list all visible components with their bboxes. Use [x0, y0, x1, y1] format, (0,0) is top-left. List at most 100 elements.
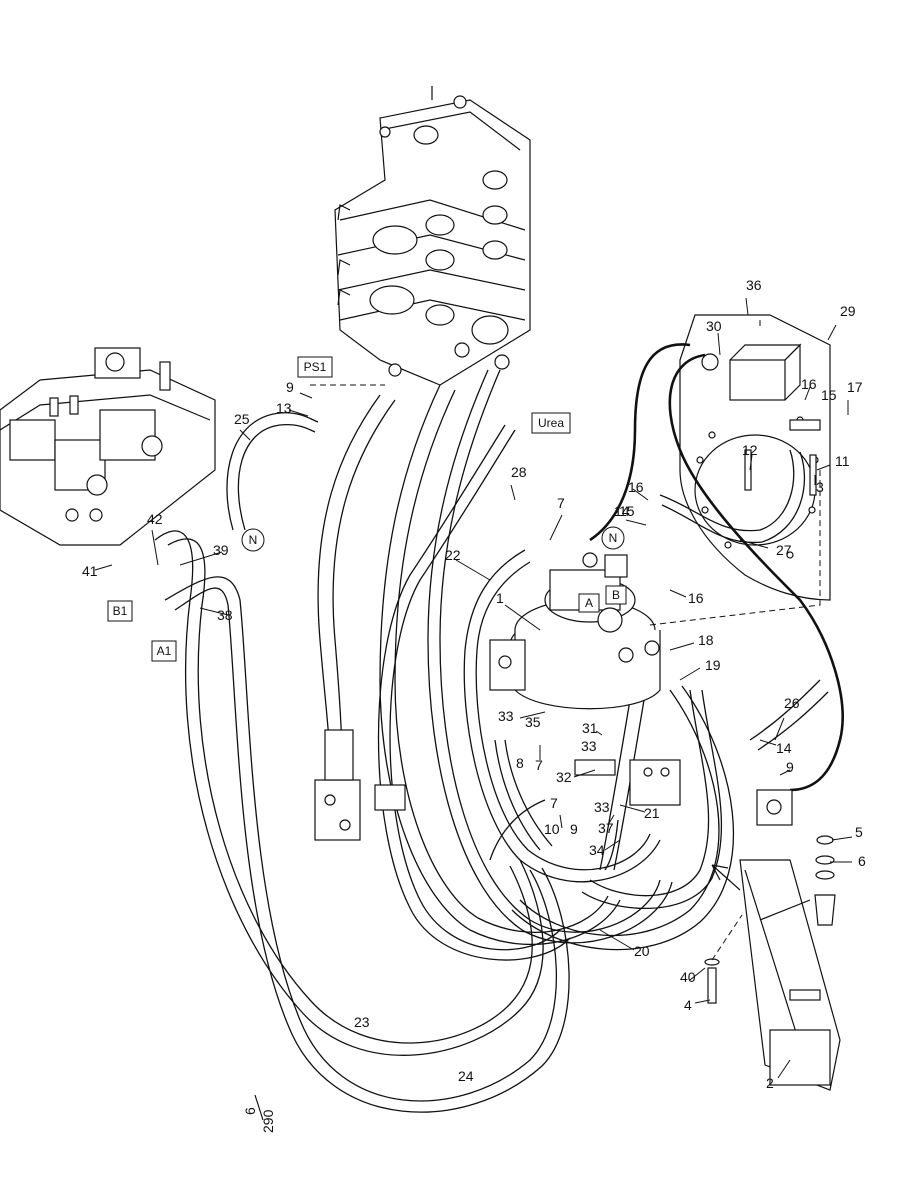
- leader-lines: [94, 297, 853, 1079]
- leader-line: [749, 454, 753, 471]
- mounting-plate: [679, 314, 831, 601]
- electrical-wire-2: [668, 353, 844, 792]
- hoses-left: [154, 412, 570, 1113]
- part-number-27: 27: [776, 542, 792, 558]
- part-number-20: 20: [634, 943, 650, 959]
- part-number-7: 7: [535, 757, 543, 773]
- leader-line: [607, 814, 615, 826]
- circle-marker: [241, 528, 265, 552]
- part-number-33: 33: [594, 799, 610, 815]
- label-box: [297, 356, 333, 378]
- part-number-16: 16: [801, 376, 817, 392]
- corner-ref-numerator: 6: [242, 1107, 258, 1115]
- leader-line: [831, 836, 853, 841]
- part-number-33: 33: [581, 738, 597, 754]
- boxed-label-ps1: PS1: [304, 360, 327, 374]
- leader-line: [199, 607, 229, 616]
- control-valve-block: [334, 86, 531, 386]
- part-number-8: 8: [516, 755, 524, 771]
- leader-line: [519, 711, 546, 719]
- part-number-25: 25: [234, 411, 250, 427]
- part-number-28: 28: [511, 464, 527, 480]
- leader-line: [604, 839, 621, 851]
- part-number-7: 7: [550, 795, 558, 811]
- leader-line: [288, 409, 309, 417]
- part-number-7: 7: [557, 495, 565, 511]
- part-number-19: 19: [705, 657, 721, 673]
- part-number-35: 35: [525, 714, 541, 730]
- leader-line: [694, 999, 711, 1004]
- part-number-26: 26: [784, 695, 800, 711]
- leader-line: [774, 717, 785, 741]
- label-box: [107, 600, 133, 622]
- leader-line: [559, 814, 563, 829]
- fasteners-5-6: [814, 835, 836, 926]
- leader-line: [759, 739, 777, 746]
- part-number-21: 21: [644, 805, 660, 821]
- part-number-41: 41: [82, 563, 98, 579]
- cover-plate: [739, 859, 841, 1091]
- boxed-label-urea: Urea: [538, 416, 564, 430]
- solenoid-valve-block: [0, 347, 216, 546]
- circle-label-n: N: [609, 531, 618, 545]
- part-number-16: 16: [688, 590, 704, 606]
- leader-line: [777, 1059, 791, 1079]
- part-number-22: 22: [445, 547, 461, 563]
- circle-marker: [601, 526, 625, 550]
- boxed-label-a: A: [585, 596, 593, 610]
- swing-motor: [489, 552, 661, 710]
- part-number-2: 2: [766, 1075, 774, 1091]
- part-number-16: 16: [628, 479, 644, 495]
- part-number-31: 31: [582, 720, 598, 736]
- hose-27: [659, 449, 795, 532]
- part-number-17: 17: [847, 379, 863, 395]
- part-number-23: 23: [354, 1014, 370, 1030]
- part-number-24: 24: [458, 1068, 474, 1084]
- leader-line: [299, 392, 313, 399]
- leader-line: [94, 564, 113, 571]
- part-number-32: 32: [556, 769, 572, 785]
- part-number-6: 6: [858, 853, 866, 869]
- part-number-11: 11: [835, 453, 850, 469]
- part-number-29: 29: [840, 303, 856, 319]
- leader-line: [239, 429, 251, 441]
- leader-line: [679, 667, 701, 681]
- leader-line: [827, 324, 837, 341]
- leader-line: [669, 642, 695, 651]
- bolt-4: [704, 914, 743, 1004]
- part-number-33: 33: [498, 708, 514, 724]
- part-number-34: 34: [589, 842, 605, 858]
- part-number-5: 5: [855, 824, 863, 840]
- part-number-4: 4: [684, 997, 692, 1013]
- boxed-label-b: B: [612, 588, 620, 602]
- leader-line: [804, 386, 811, 401]
- leader-line: [779, 769, 791, 776]
- leader-line: [625, 519, 647, 526]
- part-number-3: 3: [816, 479, 824, 495]
- label-box: [531, 412, 571, 434]
- part-number-14: 14: [776, 740, 792, 756]
- leader-line: [669, 589, 687, 598]
- hose-26: [749, 679, 821, 741]
- part-number-1: 1: [496, 590, 504, 606]
- leader-line: [595, 730, 603, 736]
- part-number-13: 13: [276, 400, 292, 416]
- leader-line: [632, 488, 649, 501]
- part-number-40: 40: [680, 969, 696, 985]
- part-number-39: 39: [213, 542, 229, 558]
- boxed-label-b1: B1: [113, 604, 128, 618]
- leader-line: [717, 332, 721, 356]
- electrical-wire: [589, 343, 691, 542]
- leader-line: [455, 559, 491, 581]
- hoses-center: [317, 369, 735, 961]
- part-number-18: 18: [698, 632, 714, 648]
- part-number-9: 9: [286, 379, 294, 395]
- corner-reference: 6 290: [242, 1094, 276, 1133]
- label-box: [578, 593, 600, 613]
- part-number-15: 15: [619, 503, 635, 519]
- part-number-12: 12: [742, 442, 758, 458]
- leader-line: [689, 967, 706, 981]
